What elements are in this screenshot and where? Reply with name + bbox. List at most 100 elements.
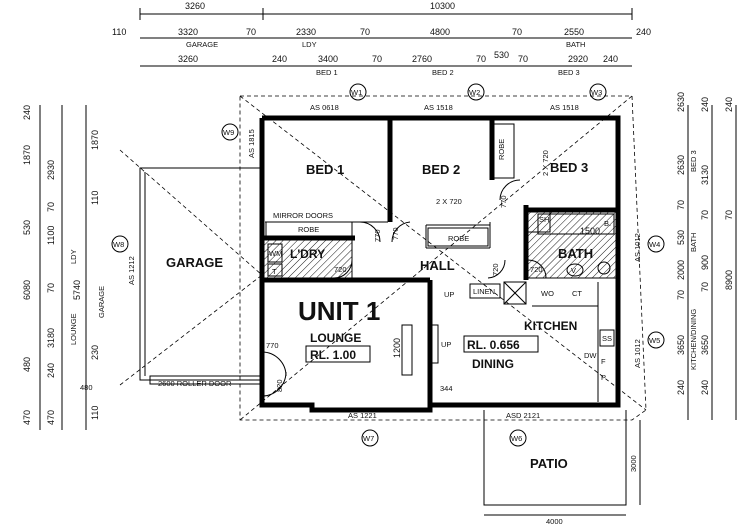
t-label: T (272, 267, 277, 276)
ldim-480: 480 (22, 357, 32, 372)
robe-bed2: ROBE (448, 234, 469, 243)
rdim-2630: 2630 (676, 155, 686, 175)
dim-2920: 2920 (568, 54, 588, 64)
rodim-240: 240 (724, 97, 734, 112)
patio-label: PATIO (530, 456, 568, 471)
rdim-3650a: 3650 (676, 335, 686, 355)
ldim-6080: 6080 (22, 280, 32, 300)
rodim-8900: 8900 (724, 270, 734, 290)
left-dimension-lines: 240 1870 530 6080 480 470 2930 70 1100 7… (22, 105, 106, 430)
ldim-label-ldy: LDY (69, 249, 78, 264)
spec-1815: AS 1815 (247, 129, 256, 158)
bed2-label: BED 2 (422, 162, 460, 177)
mdim-3180: 3180 (46, 328, 56, 348)
mirror-doors: MIRROR DOORS (273, 211, 333, 220)
robe-bed1: ROBE (298, 225, 319, 234)
door-720-ldry: 720 (334, 265, 347, 274)
window-w7: W7 (363, 434, 374, 443)
rmdim-70a: 70 (700, 210, 710, 220)
rdim-240b: 240 (676, 380, 686, 395)
label-bed3-top: BED 3 (558, 68, 580, 77)
lounge-label: LOUNGE (310, 331, 361, 345)
rmdim-3130: 3130 (700, 165, 710, 185)
rodim-70: 70 (724, 210, 734, 220)
rlabel-bed3: BED 3 (689, 150, 698, 172)
ldim-label-lounge: LOUNGE (69, 313, 78, 345)
rmdim-240b: 240 (700, 380, 710, 395)
robe-bed3-size: 2 X 720 (541, 150, 550, 176)
sh-label: SH (539, 215, 549, 224)
window-w9: W9 (223, 128, 234, 137)
up-label-dining: UP (441, 340, 451, 349)
rdim-2000: 2000 (676, 260, 686, 280)
rdim-530: 530 (676, 230, 686, 245)
dim-70d: 70 (372, 54, 382, 64)
door-770-bed1: 770 (373, 229, 382, 242)
dim-3320: 3320 (178, 27, 198, 37)
roof-outline (119, 95, 647, 421)
laundry-label: L'DRY (290, 247, 325, 261)
ldim-480-h: 480 (80, 383, 93, 392)
window-w3: W3 (591, 88, 602, 97)
window-w5: W5 (649, 336, 660, 345)
idim-230: 230 (90, 345, 100, 360)
label-garage-top: GARAGE (186, 40, 218, 49)
patio-width: 4000 (546, 517, 563, 526)
laundry-hatch (263, 239, 353, 279)
kitchen-fixtures: WO CT SS DW F P KITCHEN (503, 281, 615, 402)
rmdim-900: 900 (700, 255, 710, 270)
garage-label: GARAGE (166, 255, 223, 270)
robe-bed3: ROBE (497, 139, 506, 160)
ldim-530: 530 (22, 220, 32, 235)
mdim-2930: 2930 (46, 160, 56, 180)
dim-110: 110 (112, 27, 126, 37)
dim-top-10300: 10300 (430, 1, 455, 11)
door-770-bed3: 770 (499, 195, 508, 208)
door-720-hall: 720 (491, 263, 500, 276)
dim-2550: 2550 (564, 27, 584, 37)
mdim-240: 240 (46, 363, 56, 378)
rdim-240a: 2630 (676, 92, 686, 112)
ss-label: SS (602, 334, 612, 343)
window-w1: W1 (351, 88, 362, 97)
spec-0618: AS 0618 (310, 103, 339, 112)
dim-70e: 70 (476, 54, 486, 64)
rlabel-kitchen: KITCHEN/DINING (689, 309, 698, 370)
ldim-label-garage: GARAGE (97, 286, 106, 318)
spec-1221: AS 1221 (348, 411, 377, 420)
unit-title: UNIT 1 (298, 296, 380, 326)
window-w8: W8 (113, 240, 124, 249)
spec-1012b: AS 1012 (633, 339, 642, 368)
bed3-label: BED 3 (550, 160, 588, 175)
laundry-fixtures: WM T L'DRY (267, 243, 325, 277)
mdim-70b: 70 (46, 283, 56, 293)
ldim-240: 240 (22, 105, 32, 120)
spec-2121: ASD 2121 (506, 411, 540, 420)
door-820-entry: 820 (275, 379, 284, 392)
window-w6: W6 (511, 434, 522, 443)
dim-240b: 240 (272, 54, 287, 64)
roller-door-label: 2600 ROLLER DOOR (158, 379, 232, 388)
dim-4800: 4800 (430, 27, 450, 37)
rmdim-3650: 3650 (700, 335, 710, 355)
p-label: P (601, 373, 606, 382)
rlabel-bath: BATH (689, 233, 698, 252)
dim-70b: 70 (360, 27, 370, 37)
robes: ROBE MIRROR DOORS ROBE 2 X 720 ROBE 2 X … (265, 123, 550, 247)
door-770-bed2: 770 (391, 227, 400, 240)
door-swings (261, 179, 547, 397)
vanity-label: V (571, 266, 576, 275)
kitchen-label: KITCHEN (524, 319, 577, 333)
dim-344: 344 (440, 384, 453, 393)
dim-240a: 240 (636, 27, 651, 37)
window-markers: W1 W2 W3 W4 W5 W6 W7 W8 W9 (111, 83, 665, 447)
rdim-70b: 70 (676, 290, 686, 300)
spec-1012a: AS 1012 (633, 233, 642, 262)
dim-70c: 70 (512, 27, 522, 37)
linen-label: LINEN (473, 287, 495, 296)
ldim-1870: 1870 (22, 145, 32, 165)
spec-1518a: AS 1518 (424, 103, 453, 112)
wm-label: WM (269, 249, 282, 258)
mdim-5740: 5740 (72, 280, 82, 300)
